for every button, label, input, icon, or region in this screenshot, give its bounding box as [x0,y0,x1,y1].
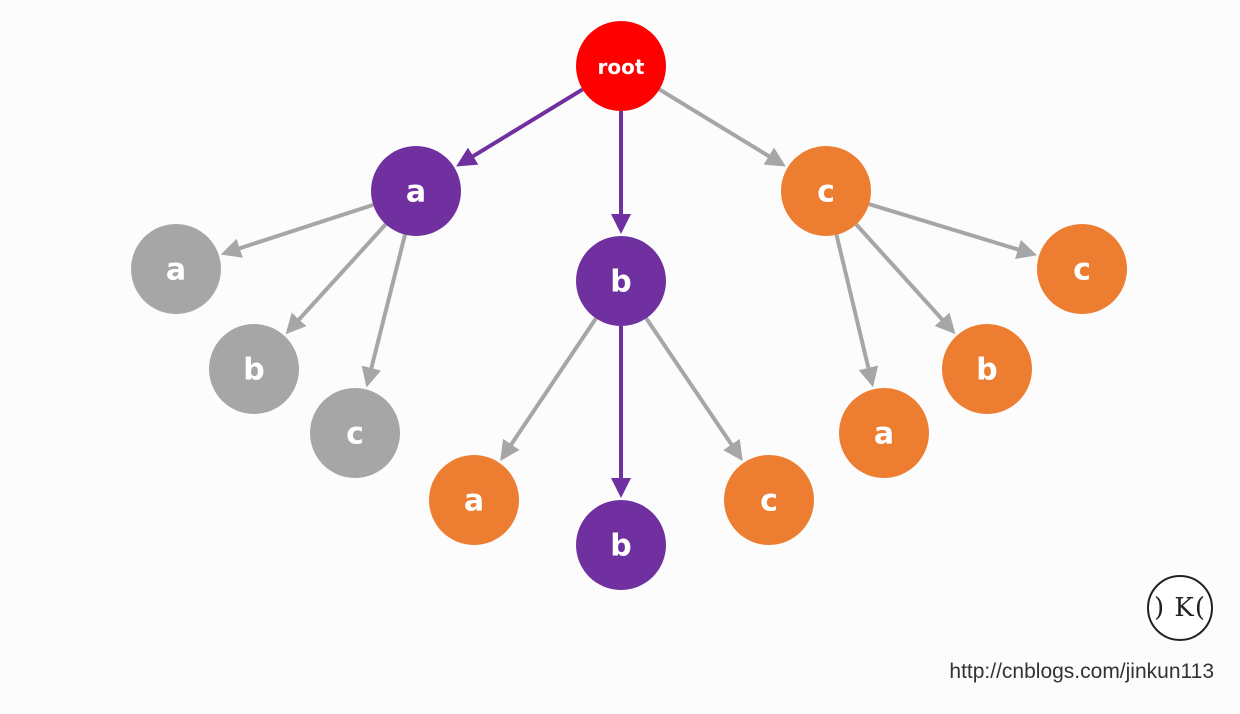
node-label-a-c: c [346,417,364,452]
node-label-b-a: a [464,484,484,519]
node-label-c-a: a [874,417,894,452]
edges-layer [220,87,1038,498]
node-circle-c-a [839,388,929,478]
edge-b-to-b-c [644,317,743,462]
node-label-a-a: a [166,253,186,288]
node-circle-a-b [209,324,299,414]
nodes-layer: root a b c a b c a b c a b c [131,21,1127,590]
edge-c-to-c-a [834,234,879,388]
edge-a-to-a-a [220,203,374,258]
node-label-b-b: b [610,529,631,564]
node-circle-b-a [429,455,519,545]
node-a: a [371,146,461,236]
edge-b-to-b-a [500,317,598,461]
node-label-b-c: c [760,484,778,519]
node-circle-c [781,146,871,236]
node-label-c: c [817,175,835,210]
node-label-c-c: c [1073,253,1091,288]
node-circle-c-c [1037,224,1127,314]
node-c-c: c [1037,224,1127,314]
node-label-b: b [610,265,631,300]
node-circle-root [576,21,666,111]
node-circle-b-b [576,500,666,590]
edge-root-to-a [456,87,584,167]
node-b-b: b [576,500,666,590]
node-a-a: a [131,224,221,314]
node-label-root: root [598,55,645,79]
node-c-b: b [942,324,1032,414]
node-circle-a [371,146,461,236]
node-label-a: a [406,175,426,210]
edge-a-to-a-c [361,234,407,388]
edge-a-to-a-b [285,222,388,335]
node-circle-a-a [131,224,221,314]
blog-url[interactable]: http://cnblogs.com/jinkun113 [949,660,1214,683]
logo-text: ) K( [1154,593,1206,623]
node-circle-c-b [942,324,1032,414]
node-circle-a-c [310,388,400,478]
node-a-c: c [310,388,400,478]
node-b-a: a [429,455,519,545]
node-circle-b [576,236,666,326]
edge-c-to-c-c [868,202,1038,260]
edge-c-to-c-b [854,223,956,335]
node-c: c [781,146,871,236]
node-label-a-b: b [243,353,264,388]
node-c-a: a [839,388,929,478]
node-circle-b-c [724,455,814,545]
edge-root-to-c [658,87,786,167]
node-a-b: b [209,324,299,414]
site-logo [1147,575,1213,641]
node-root: root [576,21,666,111]
node-label-c-b: b [976,353,997,388]
node-b-c: c [724,455,814,545]
node-b: b [576,236,666,326]
